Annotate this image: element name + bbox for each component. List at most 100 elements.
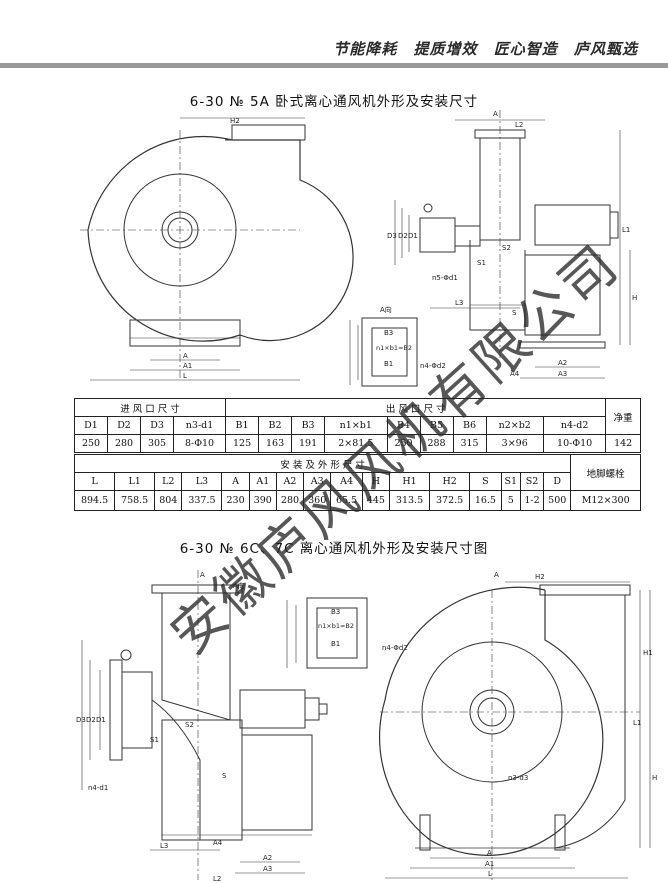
th-a3: A3 [303,472,332,491]
install-dimension-table: 安 装 及 外 形 尺 寸 地脚螺栓 L L1 L2 L3 A A1 A2 A3… [73,454,641,511]
outlet-flange-6c7c [286,597,368,669]
label2-s2: S2 [185,721,194,729]
th-b2: B2 [258,416,293,435]
label2-d1: D1 [96,716,106,724]
th-h1: H1 [388,472,431,491]
side-view-6c7c [81,570,328,880]
fan-5a-drawing: H2 A A1 L A L2 L1 H D3 D2 D1 S2 S1 S n5-… [80,110,637,387]
td-a4: 65.5 [330,490,363,511]
label-n1b1: n1×b1=B2 [376,344,412,352]
label2-bottom-a: A [487,849,492,857]
label2-a: A [200,571,205,579]
label2-h: H [652,774,657,782]
th-l2: L2 [154,472,183,491]
td-s: 16.5 [469,490,502,511]
label2-a1: A1 [485,860,494,868]
th-d: D [543,472,572,491]
td-n1b1: 2×81.5 [324,434,388,453]
slogan-2: 提质增效 [413,40,478,58]
label2-n3d3: n3-d3 [508,774,528,782]
inlet-outlet-table: 进 风 口 尺 寸 出 风 口 尺 寸 净重 D1 D2 D3 n3-d1 B1… [73,398,641,453]
label2-n4d2: n4-Φd2 [382,644,408,652]
th-b6: B6 [452,416,487,435]
th-a: A [221,472,250,491]
label-l2: L2 [515,121,523,129]
td-d3: 305 [140,434,175,453]
label-side-a: A [493,110,498,118]
td-d2: 280 [107,434,142,453]
label-h: H [632,294,637,302]
th-l1: L1 [114,472,156,491]
label-d2: D2 [398,232,408,240]
label2-a2: A2 [263,854,272,862]
td-l3: 337.5 [181,490,223,511]
th-n2b2: n2×b2 [485,416,544,435]
label2-l: L [488,870,492,878]
td-h: 445 [361,490,390,511]
label-n5: n5-Φd1 [432,274,458,282]
td-s1: 5 [500,490,521,511]
label-l1: L1 [622,226,630,234]
label2-h2: H2 [535,573,545,581]
label-b3: B3 [384,329,393,337]
header-divider [0,63,668,68]
side-view-5a [394,110,631,379]
slogan-group: 节能降耗 提质增效 匠心智造 庐风甄选 [323,38,638,59]
td-n3d1: 8-Φ10 [173,434,227,453]
label2-s1: S1 [150,736,159,744]
th-b1: B1 [225,416,260,435]
th-a2: A2 [275,472,305,491]
label-l: L [183,372,187,380]
fan-6c7c-drawing: A A向 D3 D2 D1 S2 S1 S n4-d1 L3 A4 A2 A3 … [76,570,657,883]
label-a: A [183,352,188,360]
label2-l2: L2 [213,875,221,883]
label2-h1: H1 [643,649,653,657]
label2-a4: A4 [213,839,223,847]
td-a3: 360 [303,490,332,511]
td-s2: 1-2 [519,490,545,511]
td-h2: 372.5 [429,490,471,511]
label2-d3: D3 [76,716,86,724]
th-a4: A4 [330,472,363,491]
label-d3: D3 [387,232,397,240]
td-l1: 758.5 [114,490,156,511]
td-b5: 288 [419,434,454,453]
td-a2: 280 [275,490,305,511]
td-n4d2: 10-Φ10 [542,434,607,453]
td-d1: 250 [73,434,109,453]
label2-s: S [222,772,227,780]
th-a1: A1 [248,472,277,491]
label-h2: H2 [230,117,240,125]
td-l2: 804 [154,490,183,511]
group-install: 安 装 及 外 形 尺 寸 [73,454,572,473]
label2-b3: B3 [331,608,340,616]
th-h2: H2 [429,472,471,491]
label-b1: B1 [384,360,393,368]
th-l3: L3 [181,472,223,491]
label-a4: A4 [510,370,520,378]
label2-d2: D2 [86,716,96,724]
front-view-5a [80,117,354,381]
label2-a-view: A向 [233,581,245,590]
section2-title: 6-30 № 6C、7C 离心通风机外形及安装尺寸图 [179,541,489,557]
label-a-view: A向 [380,305,392,314]
th-b4: B4 [386,416,421,435]
td-d: 500 [543,490,572,511]
th-d1: D1 [73,416,109,435]
group-outlet: 出 风 口 尺 寸 [225,398,607,417]
td-n2b2: 3×96 [485,434,544,453]
th-h: H [361,472,390,491]
label2-b1: B1 [331,640,340,648]
group-inlet: 进 风 口 尺 寸 [73,398,227,417]
label2-n1b1: n1×b1=B2 [318,622,354,630]
label-s: S [512,309,517,317]
td-b4: 250 [386,434,421,453]
th-n3d1: n3-d1 [173,416,227,435]
th-l: L [73,472,116,491]
label-a2: A2 [558,359,567,367]
th-s: S [469,472,502,491]
label-s2: S2 [502,244,511,252]
label-s1: S1 [477,259,486,267]
slogan-3: 匠心智造 [493,40,558,58]
th-s2: S2 [519,472,545,491]
